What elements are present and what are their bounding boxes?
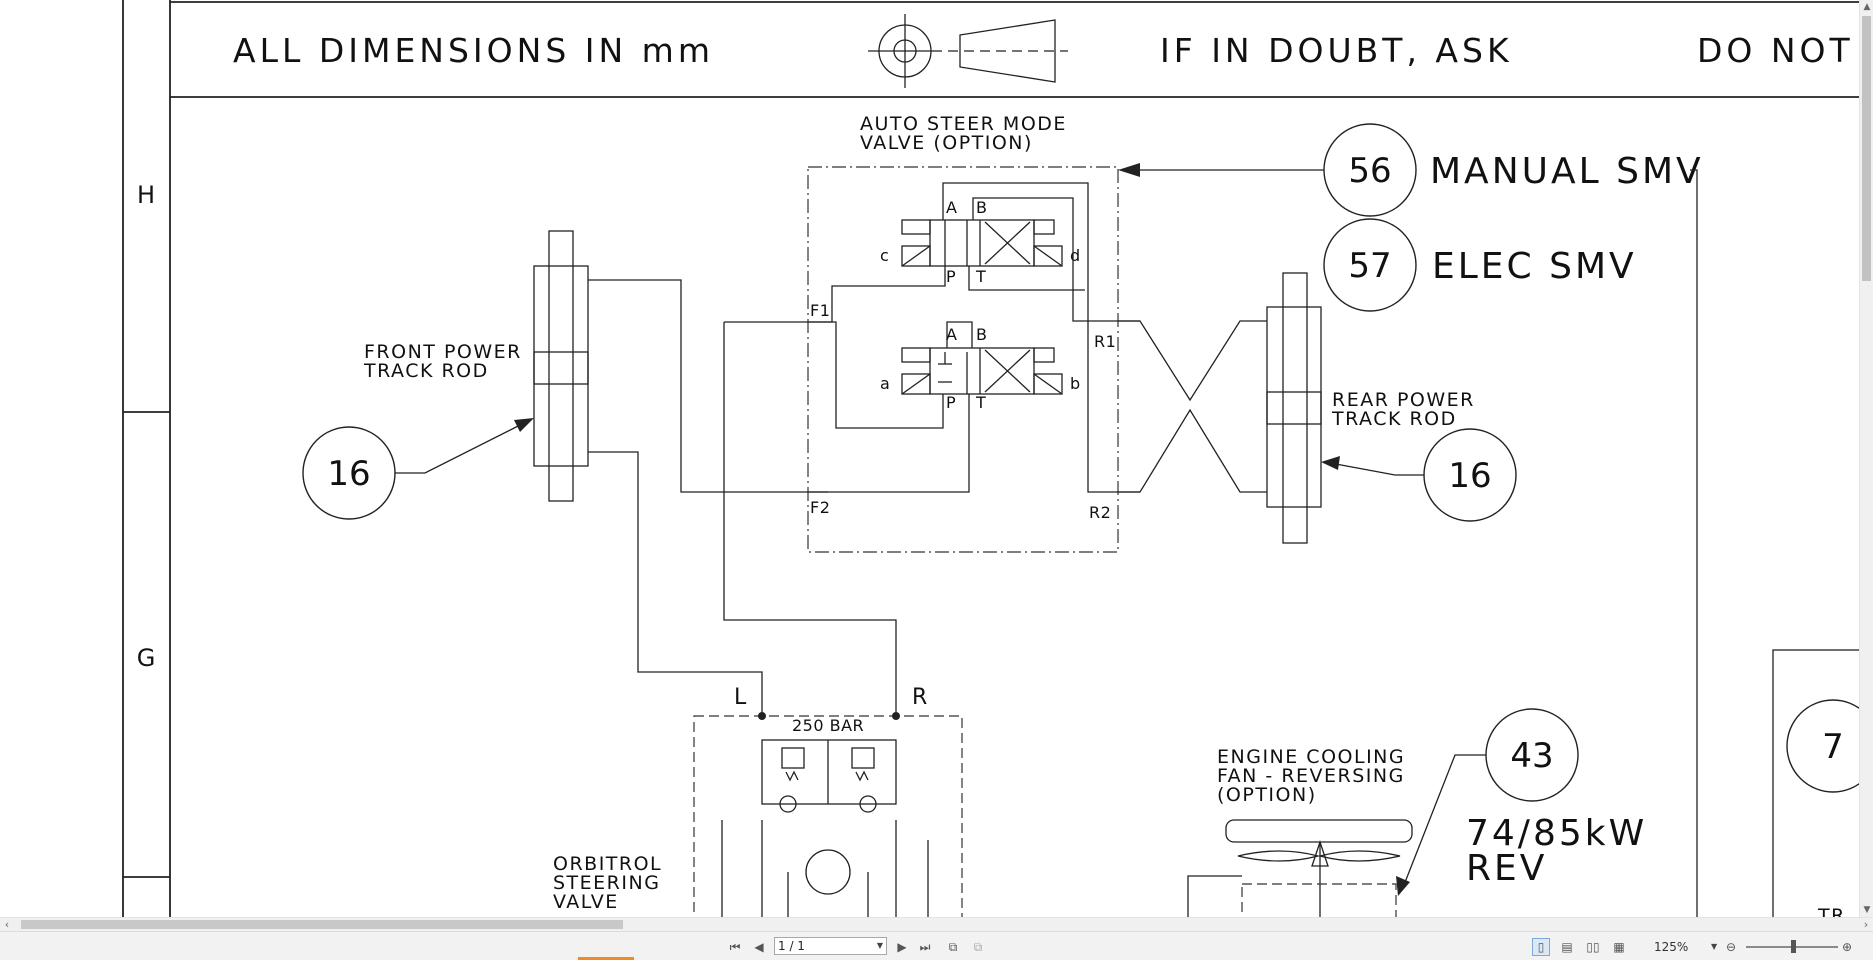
front-track-rod — [533, 230, 897, 716]
lower-port-b: B — [976, 325, 987, 344]
do-not-note: DO NOT — [1697, 31, 1854, 70]
fan-label-3: (OPTION) — [1217, 784, 1317, 806]
lower-port-t: T — [975, 393, 986, 412]
facing-view-icon[interactable]: ▯▯ — [1586, 940, 1600, 954]
callout-manual-smv-number: 56 — [1348, 151, 1391, 191]
callout-elec-smv-number: 57 — [1348, 246, 1391, 286]
taskbar-highlight — [578, 957, 634, 960]
copy-icon[interactable]: ⧉ — [948, 940, 958, 954]
zone-label-g: G — [137, 644, 156, 672]
upper-solenoid-c: c — [880, 246, 889, 265]
valve-block-piping — [724, 182, 1140, 493]
callout-elec-smv — [1323, 218, 1417, 312]
power-label-2: REV — [1466, 848, 1547, 889]
zoom-dropdown-icon[interactable]: ▼ — [1711, 942, 1718, 951]
scroll-left-icon[interactable]: ‹ — [4, 918, 10, 931]
callout-fan-number: 43 — [1510, 736, 1553, 776]
fan-label-2: FAN - REVERSING — [1217, 765, 1405, 787]
auto-steer-label-1: AUTO STEER MODE — [860, 113, 1067, 135]
front-track-label-2: TRACK ROD — [363, 360, 489, 382]
lower-port-p: P — [946, 393, 956, 412]
zoom-level[interactable]: 125% — [1654, 940, 1689, 954]
port-f2: F2 — [810, 498, 830, 517]
page-indicator: 1 / 1 — [778, 939, 805, 953]
port-r-label: R — [912, 685, 927, 710]
horizontal-scroll-thumb[interactable] — [21, 920, 623, 929]
upper-port-b: B — [976, 198, 987, 217]
fan-label-1: ENGINE COOLING — [1217, 746, 1405, 768]
orbitrol-label-1: ORBITROL — [553, 853, 662, 875]
relief-valves — [721, 712, 929, 917]
hydraulic-schematic: H G ALL DIMENSIONS IN mm IF IN DOUBT, AS… — [122, 0, 1859, 917]
rear-track-label-1: REAR POWER — [1332, 389, 1475, 411]
vertical-scroll-thumb[interactable] — [1862, 16, 1871, 281]
zone-label-h: H — [137, 181, 155, 209]
elec-smv-label: ELEC SMV — [1432, 246, 1637, 287]
paste-icon[interactable]: ⧉ — [973, 940, 983, 954]
scroll-up-icon[interactable]: ▲ — [1863, 2, 1871, 12]
port-r1: R1 — [1094, 332, 1116, 351]
orbitrol-label-3: VALVE — [553, 891, 619, 913]
lower-port-a: A — [946, 325, 957, 344]
continuous-facing-view-icon[interactable]: ▦ — [1613, 940, 1625, 954]
port-f1: F1 — [810, 301, 830, 320]
zoom-out-icon[interactable]: ⊖ — [1725, 940, 1737, 954]
rear-track-label-2: TRACK ROD — [1331, 408, 1457, 430]
callout-right-edge — [1786, 699, 1859, 793]
dimensions-note: ALL DIMENSIONS IN mm — [233, 31, 714, 70]
scroll-down-icon[interactable]: ▼ — [1863, 905, 1871, 915]
port-r2: R2 — [1089, 503, 1111, 522]
orbitrol-label-2: STEERING — [553, 872, 660, 894]
upper-directional-valve — [901, 219, 1063, 267]
status-bar: ⏮ ◀ 1 / 1 ▼ ▶ ⏭ ⧉ ⧉ ▯ ▤ ▯▯ ▦ 125% ▼ ⊖ ⊕ — [0, 931, 1873, 960]
lower-directional-valve — [901, 347, 1063, 395]
fan-symbol — [1187, 819, 1413, 917]
zoom-in-icon[interactable]: ⊕ — [1841, 940, 1853, 954]
upper-port-p: P — [946, 267, 956, 286]
rear-track-rod — [1118, 272, 1322, 544]
cut-off-text: TR — [1817, 905, 1846, 917]
next-page-icon[interactable]: ▶ — [897, 940, 907, 954]
port-l-label: L — [734, 685, 747, 710]
lower-solenoid-b: b — [1070, 374, 1081, 393]
first-page-icon[interactable]: ⏮ — [729, 940, 741, 954]
power-label-1: 74/85kW — [1466, 813, 1647, 854]
relief-pressure-label: 250 BAR — [792, 716, 864, 735]
document-viewport[interactable]: H G ALL DIMENSIONS IN mm IF IN DOUBT, AS… — [0, 0, 1873, 917]
callout-right-edge-number: 7 — [1822, 727, 1844, 767]
callout-rear-track-number: 16 — [1448, 456, 1491, 496]
chevron-down-icon[interactable]: ▼ — [876, 941, 883, 950]
upper-solenoid-d: d — [1070, 246, 1081, 265]
upper-port-a: A — [946, 198, 957, 217]
projection-symbol — [868, 14, 1068, 88]
prev-page-icon[interactable]: ◀ — [754, 940, 764, 954]
scroll-right-icon[interactable]: › — [1863, 918, 1869, 931]
continuous-view-icon[interactable]: ▤ — [1561, 940, 1573, 954]
vertical-scrollbar[interactable]: ▲ ▼ — [1859, 0, 1873, 917]
page-number-field[interactable]: 1 / 1 ▼ — [774, 937, 887, 955]
doubt-note: IF IN DOUBT, ASK — [1160, 31, 1513, 70]
manual-smv-label: MANUAL SMV — [1430, 151, 1704, 192]
callout-front-track-number: 16 — [327, 454, 370, 494]
upper-port-t: T — [975, 267, 986, 286]
single-page-view-icon[interactable]: ▯ — [1532, 938, 1550, 956]
last-page-icon[interactable]: ⏭ — [919, 940, 931, 954]
lower-solenoid-a: a — [880, 374, 890, 393]
zoom-slider-thumb[interactable] — [1791, 940, 1796, 953]
auto-steer-label-2: VALVE (OPTION) — [860, 132, 1033, 154]
front-track-label-1: FRONT POWER — [364, 341, 522, 363]
horizontal-scrollbar[interactable]: ‹ › — [0, 917, 1873, 931]
